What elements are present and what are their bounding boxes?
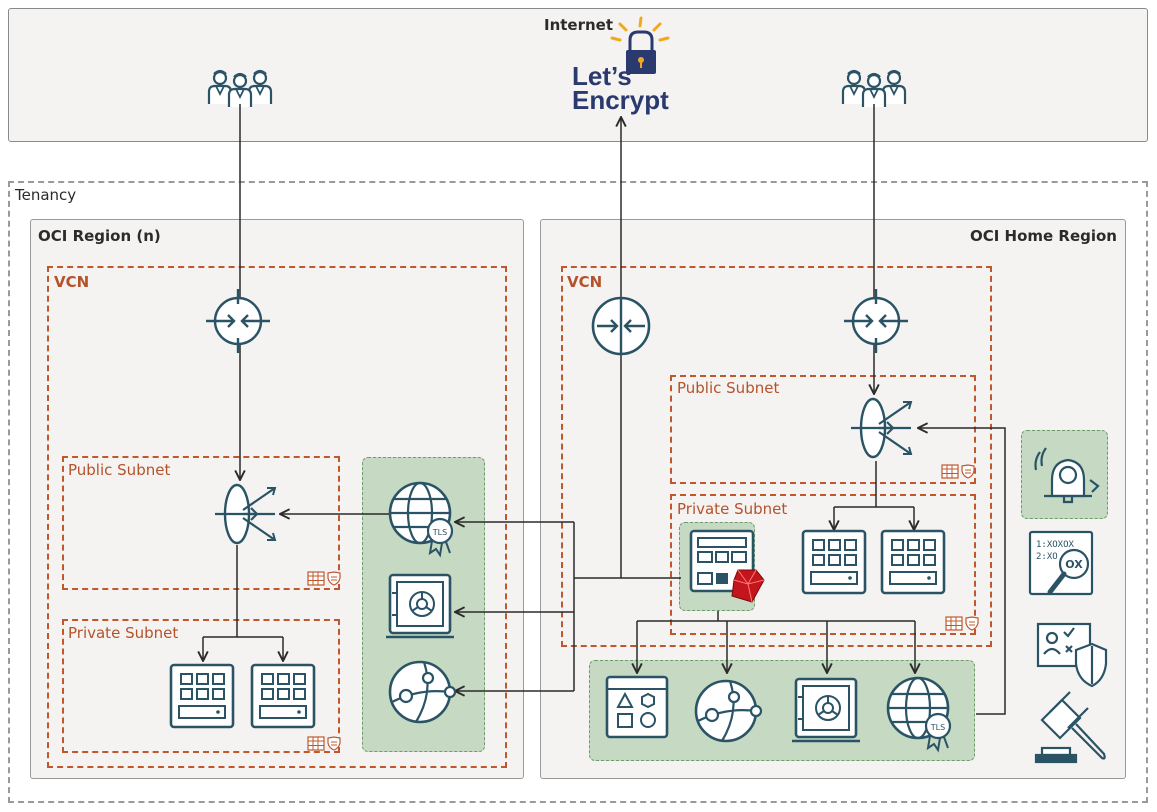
network-left-icon [388,660,457,724]
oci-home-region-label: OCI Home Region [969,227,1117,245]
private-subnet-region-n [62,619,340,753]
vault-left-icon [384,573,456,639]
audit-icon [1028,530,1094,596]
vm-left-1-icon [169,663,235,729]
tls-badge-left: TLS [432,528,447,537]
security-list-home-private-icon [945,616,979,631]
vcn-region-n [47,266,507,768]
vm-home-1-icon [801,529,867,595]
private-subnet-home-label: Private Subnet [677,500,788,518]
governance-gavel-icon [1034,691,1106,764]
vm-home-2-icon [880,529,946,595]
identity-policy-icon [1036,622,1108,688]
internet-label: Internet [543,16,614,34]
security-list-left-private-icon [307,736,341,751]
tenancy-label: Tenancy [15,186,77,204]
users-left-icon [209,71,271,107]
vault-home-icon [790,677,862,743]
vcn-region-n-label: VCN [54,273,90,291]
public-subnet-home [670,375,976,484]
alarm-notification-icon [1034,447,1100,504]
load-balancer-home-icon [849,397,913,459]
edge-tls-home-to-lb [918,428,1006,715]
edge-lb-left-to-vms [203,545,283,638]
certificate-tls-home-icon [888,678,950,750]
tls-badge-home: TLS [930,723,945,732]
network-home-icon [694,679,763,743]
internet-gateway-right-icon [842,287,910,355]
users-right-icon [843,71,905,107]
audit-line2: 2:XO [1036,552,1058,562]
audit-line1: 1:XOXOX [1036,540,1075,550]
edge-lb-home-to-vms [834,461,914,508]
oci-region-n-label: OCI Region (n) [38,227,161,245]
tenancy-zone [8,181,1148,803]
vm-left-2-icon [250,663,316,729]
internet-gateway-left-icon [204,287,272,355]
certificate-tls-left-icon [390,483,452,555]
nat-gateway-icon [591,296,651,356]
security-list-home-public-icon [941,464,975,479]
letsencrypt-text-line1: Let’s [572,61,632,91]
audit-circle-text: OX [1065,558,1083,571]
vcn-home-region [561,266,992,647]
edge-app-to-services [637,611,915,622]
private-subnet-home [670,494,976,635]
public-subnet-region-n [62,456,340,590]
load-balancer-left-icon [213,483,277,545]
private-subnet-region-n-label: Private Subnet [68,624,179,642]
public-subnet-region-n-label: Public Subnet [68,461,171,479]
security-list-left-public-icon [307,571,341,586]
public-subnet-home-label: Public Subnet [677,379,780,397]
letsencrypt-logo [610,16,670,74]
letsencrypt-text-line2: Encrypt [572,85,669,115]
object-storage-icon [605,675,669,739]
ruby-icon [731,569,765,603]
vcn-home-region-label: VCN [567,273,603,291]
internet-zone [8,8,1148,142]
